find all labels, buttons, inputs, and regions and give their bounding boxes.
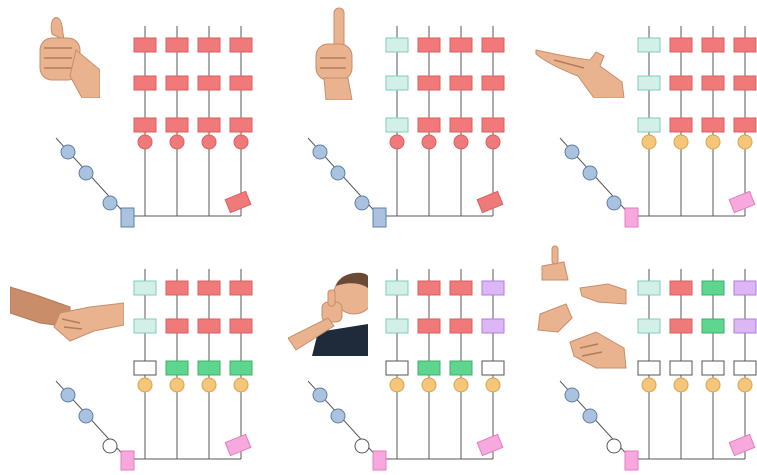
hand-gestures-photo — [536, 244, 630, 370]
pointing-up-photo — [310, 6, 356, 100]
thumbs-up-photo — [38, 10, 100, 98]
open-palm-photo — [534, 42, 626, 98]
handshake-photo — [10, 283, 124, 347]
man-thumbs-up-photo — [288, 268, 368, 356]
